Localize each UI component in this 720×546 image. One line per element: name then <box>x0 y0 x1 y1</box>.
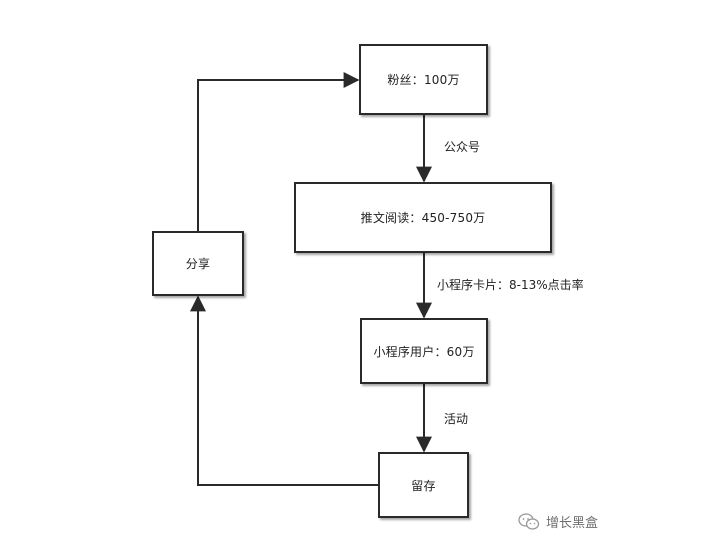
edge-label-mini-program-card: 小程序卡片：8-13%点击率 <box>437 278 584 292</box>
node-fans-label: 粉丝：100万 <box>387 73 460 87</box>
watermark: 增长黑盒 <box>518 512 598 531</box>
edge-label-activity: 活动 <box>444 412 469 426</box>
node-fans: 粉丝：100万 <box>359 44 488 115</box>
edge-retention-to-share <box>190 295 378 486</box>
node-mini-program-users: 小程序用户：60万 <box>360 318 488 384</box>
watermark-text: 增长黑盒 <box>546 516 599 531</box>
edge-share-to-fans <box>197 72 360 231</box>
node-mini-program-users-label: 小程序用户：60万 <box>373 344 475 359</box>
node-share: 分享 <box>152 231 244 296</box>
node-retention: 留存 <box>378 452 469 518</box>
node-article-reads-label: 推文阅读：450-750万 <box>360 211 486 225</box>
node-article-reads: 推文阅读：450-750万 <box>294 182 552 253</box>
edge-label-official-account: 公众号 <box>444 140 481 154</box>
wechat-icon <box>518 512 540 530</box>
node-share-label: 分享 <box>185 257 211 271</box>
node-retention-label: 留存 <box>411 478 436 493</box>
